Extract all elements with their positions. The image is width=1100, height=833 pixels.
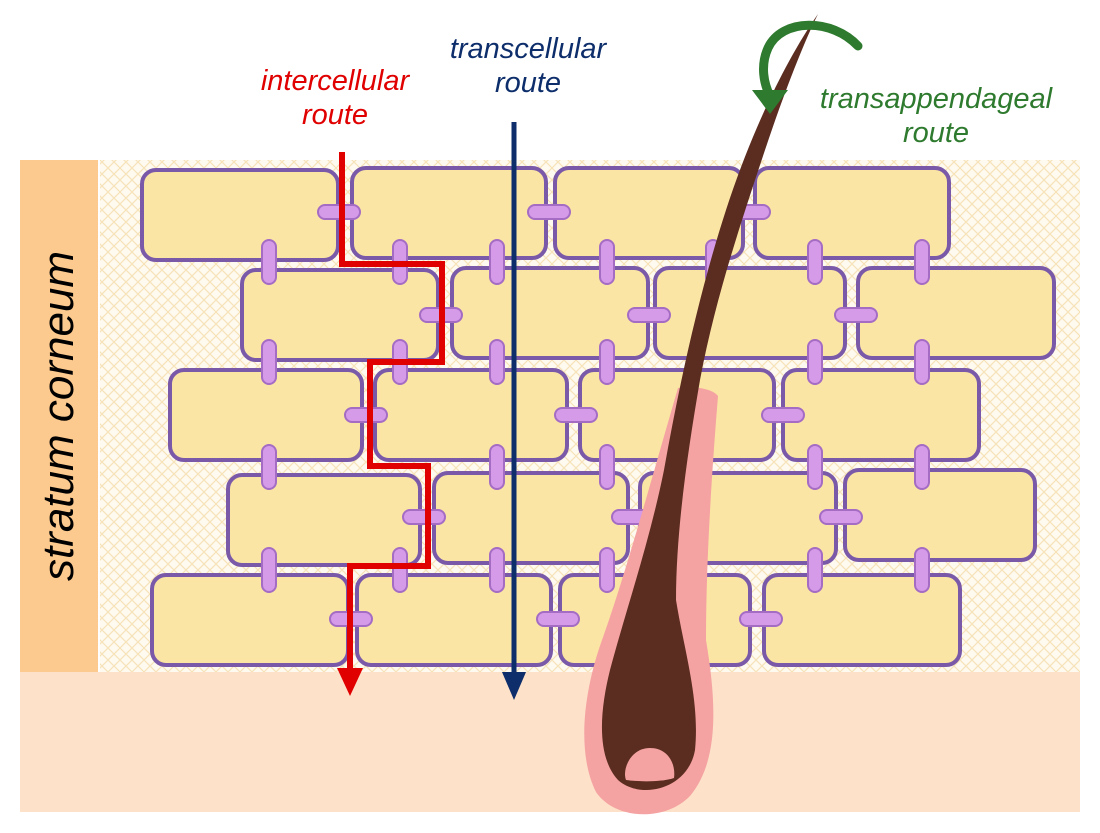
cell: [150, 573, 350, 667]
cell: [226, 473, 422, 567]
cell: [450, 266, 650, 360]
junction: [489, 239, 505, 285]
junction: [489, 547, 505, 593]
transappendageal-label-line2: route: [902, 117, 970, 149]
cell: [355, 573, 553, 667]
cell: [843, 468, 1037, 562]
junction: [914, 239, 930, 285]
junction: [392, 547, 408, 593]
transappendageal-curve-arrowhead: [752, 90, 788, 114]
cell: [432, 471, 630, 565]
cell: [350, 166, 548, 260]
junction: [344, 407, 388, 423]
intercellular-route-arrowhead: [337, 668, 363, 696]
intercellular-label-line2: route: [301, 99, 369, 131]
cell: [762, 573, 962, 667]
junction: [599, 239, 615, 285]
transcellular-label-line2: route: [494, 67, 562, 99]
junction: [807, 239, 823, 285]
hair-papilla: [625, 748, 675, 782]
junction: [914, 339, 930, 385]
junction: [914, 444, 930, 490]
junction: [807, 547, 823, 593]
cell: [140, 168, 340, 262]
junction: [527, 204, 571, 220]
intercellular-route-path: [339, 152, 445, 672]
junction: [261, 444, 277, 490]
junction: [554, 407, 598, 423]
transappendageal-route-label: transappendageal route: [786, 82, 1086, 150]
junction: [807, 339, 823, 385]
junction: [261, 547, 277, 593]
hair-shaft: [601, 14, 818, 790]
junction: [761, 407, 805, 423]
transcellular-label-line1: transcellular: [449, 33, 607, 65]
hair-follicle: [584, 14, 818, 815]
junction: [402, 509, 446, 525]
transcellular-route-label: transcellular route: [428, 32, 628, 100]
junction: [489, 339, 505, 385]
corneocyte-cells: [140, 166, 1056, 667]
junction: [489, 444, 505, 490]
cell: [856, 266, 1056, 360]
junction: [599, 547, 615, 593]
stratum-corneum-label: stratum corneum: [20, 160, 98, 672]
junction: [627, 307, 671, 323]
junction: [739, 611, 783, 627]
transappendageal-curve-arrow: [759, 20, 863, 101]
stratum-corneum-side-band: [20, 160, 98, 672]
junction: [599, 444, 615, 490]
junction: [834, 307, 878, 323]
junction: [914, 547, 930, 593]
junction: [599, 339, 615, 385]
intercellular-route-label: intercellular route: [240, 64, 430, 132]
intercellular-label-line1: intercellular: [260, 65, 410, 97]
transappendageal-label-line1: transappendageal: [819, 83, 1053, 115]
junction: [536, 611, 580, 627]
junction: [807, 444, 823, 490]
stratum-corneum-text: stratum corneum: [34, 250, 83, 582]
transcellular-route-arrowhead: [502, 672, 526, 700]
junction: [261, 239, 277, 285]
junction: [819, 509, 863, 525]
junction: [261, 339, 277, 385]
dermis-layer: [20, 672, 1080, 812]
